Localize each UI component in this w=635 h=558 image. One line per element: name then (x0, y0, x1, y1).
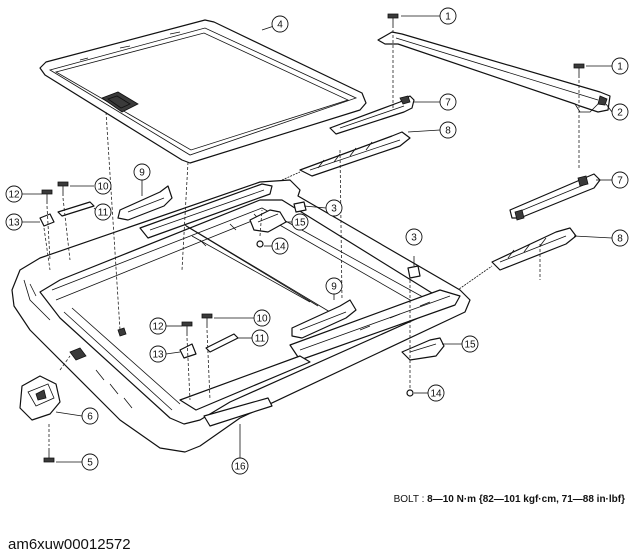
assembly-lines (43, 30, 580, 446)
callout-8a: 8 (439, 121, 457, 139)
svg-text:15: 15 (464, 340, 476, 351)
svg-text:7: 7 (445, 98, 451, 109)
callout-7a: 7 (439, 93, 457, 111)
torque-spec: BOLT : 8—10 N·m {82—101 kgf·cm, 71—88 in… (394, 494, 625, 505)
callout-6: 6 (81, 407, 99, 425)
svg-text:12: 12 (8, 190, 20, 201)
svg-text:9: 9 (139, 168, 145, 179)
glass-panel (39, 19, 367, 164)
callout-1a: 1 (439, 7, 457, 25)
callout-14b: 14 (427, 384, 445, 402)
svg-text:12: 12 (152, 322, 164, 333)
callout-8b: 8 (611, 229, 629, 247)
callout-12a: 12 (5, 185, 23, 203)
svg-text:14: 14 (274, 242, 286, 253)
callout-5: 5 (81, 453, 99, 471)
callout-4: 4 (271, 15, 289, 33)
svg-text:4: 4 (277, 20, 283, 31)
hardware (39, 13, 585, 463)
callout-10a: 10 (94, 177, 112, 195)
callout-1b: 1 (611, 57, 629, 75)
svg-text:14: 14 (430, 389, 442, 400)
slide-assembly-upper (281, 131, 411, 181)
torque-spec-prefix: BOLT : (393, 494, 428, 505)
drain-trough (203, 397, 273, 427)
callout-11a: 11 (94, 203, 112, 221)
callout-12b: 12 (149, 317, 167, 335)
callout-16: 16 (231, 457, 249, 475)
callout-3a: 3 (325, 199, 343, 217)
callout-14a: 14 (271, 237, 289, 255)
svg-text:10: 10 (97, 182, 109, 193)
callout-9a: 9 (133, 163, 151, 181)
bracket-9-upper (117, 185, 173, 221)
sunroof-motor (19, 375, 61, 421)
svg-text:8: 8 (617, 234, 623, 245)
callout-leaders (22, 15, 613, 463)
bracket-9-lower (291, 299, 357, 339)
svg-text:8: 8 (445, 126, 451, 137)
svg-text:1: 1 (617, 62, 623, 73)
svg-text:11: 11 (255, 334, 266, 345)
callout-15a: 15 (291, 213, 309, 231)
svg-text:3: 3 (331, 204, 337, 215)
front-deflector-rail (377, 31, 611, 113)
slide-assembly-right (451, 227, 577, 295)
svg-text:16: 16 (234, 462, 246, 473)
svg-text:7: 7 (617, 176, 623, 187)
torque-spec-value: 8—10 N·m {82—101 kgf·cm, 71—88 in·lbf} (427, 494, 625, 505)
callout-3b: 3 (405, 228, 423, 246)
svg-text:13: 13 (8, 218, 20, 229)
svg-text:10: 10 (256, 314, 268, 325)
svg-text:11: 11 (98, 208, 109, 219)
callout-9b: 9 (325, 277, 343, 295)
callout-15b: 15 (461, 335, 479, 353)
callout-11b: 11 (251, 329, 269, 347)
callout-2: 2 (611, 103, 629, 121)
svg-text:2: 2 (617, 108, 623, 119)
guide-bracket-right (509, 173, 601, 221)
svg-text:6: 6 (87, 412, 93, 423)
bracket-15-lower (401, 337, 445, 361)
sunroof-frame (11, 179, 471, 453)
svg-text:3: 3 (411, 233, 417, 244)
callout-7b: 7 (611, 171, 629, 189)
callout-13a: 13 (5, 213, 23, 231)
callout-10b: 10 (253, 309, 271, 327)
svg-text:13: 13 (152, 350, 164, 361)
svg-text:9: 9 (331, 282, 337, 293)
image-code: am6xuw00012572 (8, 536, 131, 553)
svg-text:15: 15 (294, 218, 306, 229)
callout-13b: 13 (149, 345, 167, 363)
svg-text:1: 1 (445, 12, 451, 23)
svg-text:5: 5 (87, 458, 93, 469)
